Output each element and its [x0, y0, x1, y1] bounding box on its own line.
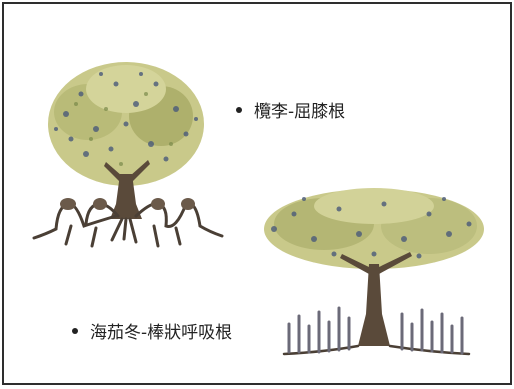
pneumatophore-tree-illustration [264, 188, 484, 356]
pencil-roots [287, 306, 464, 355]
knee-root-tree-illustration [32, 62, 224, 248]
diagram-slide: 欖李-屈膝根 海茄冬-棒狀呼吸根 [2, 2, 512, 385]
trunk [104, 160, 150, 219]
trunk [340, 252, 412, 346]
bullet-icon [72, 327, 78, 334]
bullet-item-pneumatophores: 海茄冬-棒狀呼吸根 [72, 318, 232, 343]
canopy [48, 62, 204, 186]
bullet-icon [236, 106, 242, 113]
bullet-label: 海茄冬-棒狀呼吸根 [90, 323, 233, 343]
bullet-item-knee-roots: 欖李-屈膝根 [236, 97, 345, 122]
knee-bumps [60, 198, 195, 210]
canopy [264, 188, 484, 269]
bullet-label: 欖李-屈膝根 [254, 102, 346, 122]
